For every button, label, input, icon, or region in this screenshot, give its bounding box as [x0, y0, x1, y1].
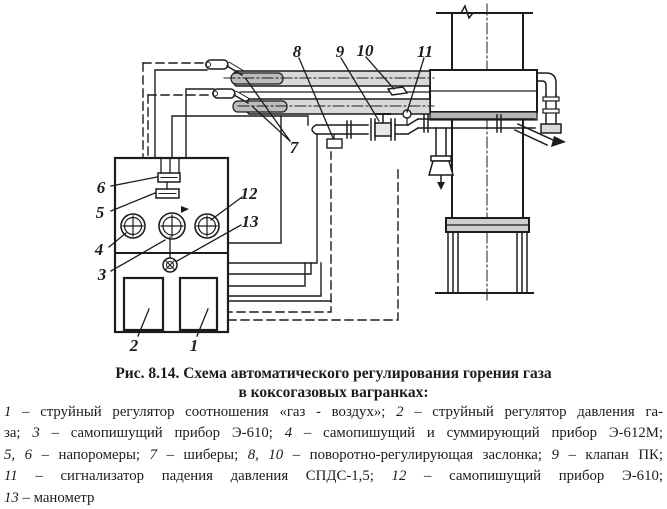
legend-text: – струйный регулятор давления га-	[403, 404, 664, 420]
figure-caption-line1: Рис. 8.14. Схема автоматического регулир…	[115, 365, 552, 382]
napormer-6	[157, 172, 181, 183]
damper-8	[326, 133, 343, 149]
legend-line-5: 13 – манометр	[4, 488, 663, 509]
control-panel	[113, 156, 230, 334]
shiber-actuators	[205, 59, 251, 105]
legend-text: за;	[4, 425, 33, 442]
burner-drop-pipe	[428, 127, 454, 190]
legend-text: – клапан ПК;	[558, 446, 663, 463]
valve-pk-9	[370, 113, 396, 141]
cupola	[429, 3, 538, 302]
legend-line-4: 11 – сигнализатор падения давления СПДС-…	[4, 466, 663, 487]
callout-12: 12	[241, 184, 259, 203]
callout-4: 4	[94, 240, 104, 259]
legend-line-2: за; 3 – самопишущий прибор Э-610; 4 – са…	[4, 423, 663, 444]
legend-text: – самопишущий прибор Э-610;	[39, 425, 285, 442]
flow-arrow-right	[551, 136, 566, 147]
manometer-13	[162, 257, 178, 273]
damper-10	[386, 86, 409, 96]
gas-duct	[232, 86, 435, 115]
figure-caption-line2: в коксогазовых вагранках:	[238, 384, 429, 401]
legend-num: 4	[284, 425, 293, 442]
legend-num: 13	[4, 489, 19, 506]
gas-outlet-piping	[514, 72, 566, 147]
recorder-gauge-4	[120, 213, 146, 239]
legend-text: – струйный регулятор соотношения «газ - …	[11, 404, 397, 420]
recorder-gauge-3	[158, 212, 186, 240]
legend-text: – самопишущий прибор Э-610;	[406, 468, 663, 485]
panel-stubs	[160, 157, 180, 259]
legend-text: – поворотно-регулирующая заслонка;	[283, 446, 552, 463]
callout-leaders	[108, 56, 425, 337]
legend-num: 2	[396, 404, 404, 420]
callout-5: 5	[96, 203, 105, 222]
legend-num: 12	[391, 468, 407, 485]
legend-text: – самопишущий и суммирующий прибор Э-612…	[292, 425, 664, 442]
legend-num: 5, 6	[4, 446, 33, 463]
callout-11: 11	[417, 42, 433, 61]
gas-collector-band	[429, 111, 538, 121]
figure-legend: 1 – струйный регулятор соотношения «газ …	[4, 402, 663, 509]
callout-1: 1	[190, 336, 199, 355]
air-duct	[223, 70, 435, 93]
callout-2: 2	[129, 336, 139, 355]
callout-7: 7	[290, 138, 300, 157]
legend-line-3: 5, 6 – напоромеры; 7 – шиберы; 8, 10 – п…	[4, 445, 663, 466]
schematic-diagram: 8 9 10 11 7 6 5 4 3 12 13 2 1	[94, 3, 566, 355]
legend-num: 11	[4, 468, 18, 485]
legend-line-1: 1 – струйный регулятор соотношения «газ …	[4, 402, 663, 423]
burner-nozzle	[428, 160, 454, 176]
flow-arrow-down	[437, 182, 445, 190]
callout-6: 6	[97, 178, 106, 197]
napormer-5	[155, 188, 180, 199]
legend-num: 8, 10	[247, 446, 284, 463]
outlet-valve	[540, 123, 562, 134]
support-legs	[447, 231, 528, 293]
recorder-gauge-12	[194, 213, 220, 239]
legend-text: – напоромеры;	[32, 446, 150, 463]
legend-text: – манометр	[18, 489, 95, 506]
callout-13: 13	[242, 212, 260, 231]
callout-labels: 8 9 10 11 7 6 5 4 3 12 13 2 1	[94, 41, 433, 355]
legend-num: 1	[4, 404, 12, 420]
legend-num: 3	[32, 425, 40, 442]
callout-3: 3	[97, 265, 107, 284]
callout-8: 8	[293, 42, 302, 61]
legend-text: – шиберы;	[157, 446, 248, 463]
legend-num: 7	[149, 446, 158, 463]
pointer-flag	[181, 206, 189, 213]
legend-num: 9	[551, 446, 559, 463]
legend-text: – сигнализатор падения давления СПДС-1,5…	[17, 468, 392, 485]
callout-9: 9	[336, 42, 345, 61]
burner-gas-pipe	[311, 109, 536, 149]
jet-regulator-1	[178, 276, 219, 332]
callout-10: 10	[357, 41, 375, 60]
